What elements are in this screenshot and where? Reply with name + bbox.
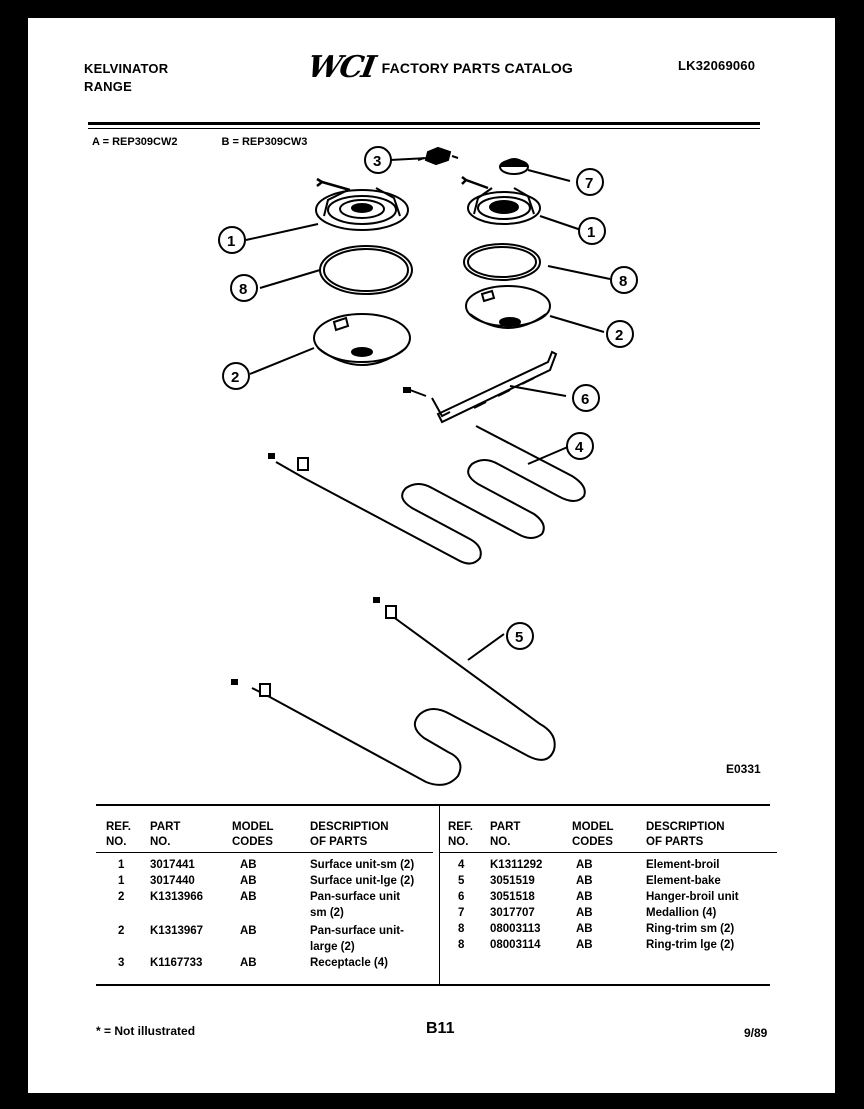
callout-1-left: 1	[218, 226, 246, 254]
callout-8-left: 8	[230, 274, 258, 302]
bake-element	[231, 597, 556, 786]
callout-6: 6	[572, 384, 600, 412]
header-ref: REF.NO.	[448, 821, 473, 848]
hanger-broil-unit	[403, 350, 558, 424]
exploded-parts-diagram: 1 1 2 2 3 4 5 6 7 8 8	[218, 146, 638, 786]
brand-name: KELVINATOR	[84, 61, 169, 76]
svg-text:4: 4	[575, 439, 584, 456]
figure-code: E0331	[726, 762, 761, 776]
receptacle	[417, 146, 459, 166]
brand-block: KELVINATOR RANGE	[84, 60, 168, 96]
callout-8-right: 8	[610, 266, 638, 294]
svg-text:1: 1	[587, 224, 595, 241]
callout-7: 7	[576, 168, 604, 196]
callout-2-right: 2	[606, 320, 634, 348]
broil-element	[268, 425, 586, 565]
table-divider	[439, 806, 440, 984]
header-rule-thick	[88, 122, 760, 125]
catalog-heading: WCI FACTORY PARTS CATALOG	[305, 50, 573, 85]
page-number: B11	[426, 1020, 455, 1037]
ring-trim-large	[463, 243, 541, 281]
svg-text:2: 2	[231, 369, 239, 386]
catalog-number: LK32069060	[678, 58, 756, 73]
svg-text:8: 8	[619, 273, 627, 290]
callout-1-right: 1	[578, 217, 606, 245]
surface-unit-right	[461, 176, 541, 225]
callout-5: 5	[506, 622, 534, 650]
pan-right	[465, 285, 551, 329]
svg-text:3: 3	[373, 153, 381, 170]
header-rule-thin	[88, 128, 760, 129]
model-b: B = REP309CW3	[221, 136, 308, 148]
catalog-page: KELVINATOR RANGE WCI FACTORY PARTS CATAL…	[28, 18, 835, 1093]
svg-text:5: 5	[515, 629, 523, 646]
svg-text:8: 8	[239, 281, 247, 298]
catalog-title: FACTORY PARTS CATALOG	[381, 59, 573, 76]
footnote: * = Not illustrated	[96, 1024, 196, 1038]
header-ref: REF.NO.	[106, 821, 131, 848]
print-date: 9/89	[744, 1026, 768, 1040]
model-a: A = REP309CW2	[92, 136, 178, 148]
svg-text:1: 1	[227, 233, 235, 250]
surface-unit-left	[315, 177, 409, 231]
pan-left	[313, 313, 411, 366]
medallion	[499, 158, 529, 175]
svg-text:6: 6	[581, 391, 589, 408]
svg-text:7: 7	[585, 175, 593, 192]
callout-4: 4	[566, 432, 594, 460]
callout-3: 3	[364, 146, 392, 174]
product-type: RANGE	[84, 79, 132, 94]
svg-text:2: 2	[615, 327, 623, 344]
model-legend: A = REP309CW2 B = REP309CW3	[92, 136, 307, 148]
callout-2-left: 2	[222, 362, 250, 390]
ring-trim-small	[319, 245, 413, 295]
